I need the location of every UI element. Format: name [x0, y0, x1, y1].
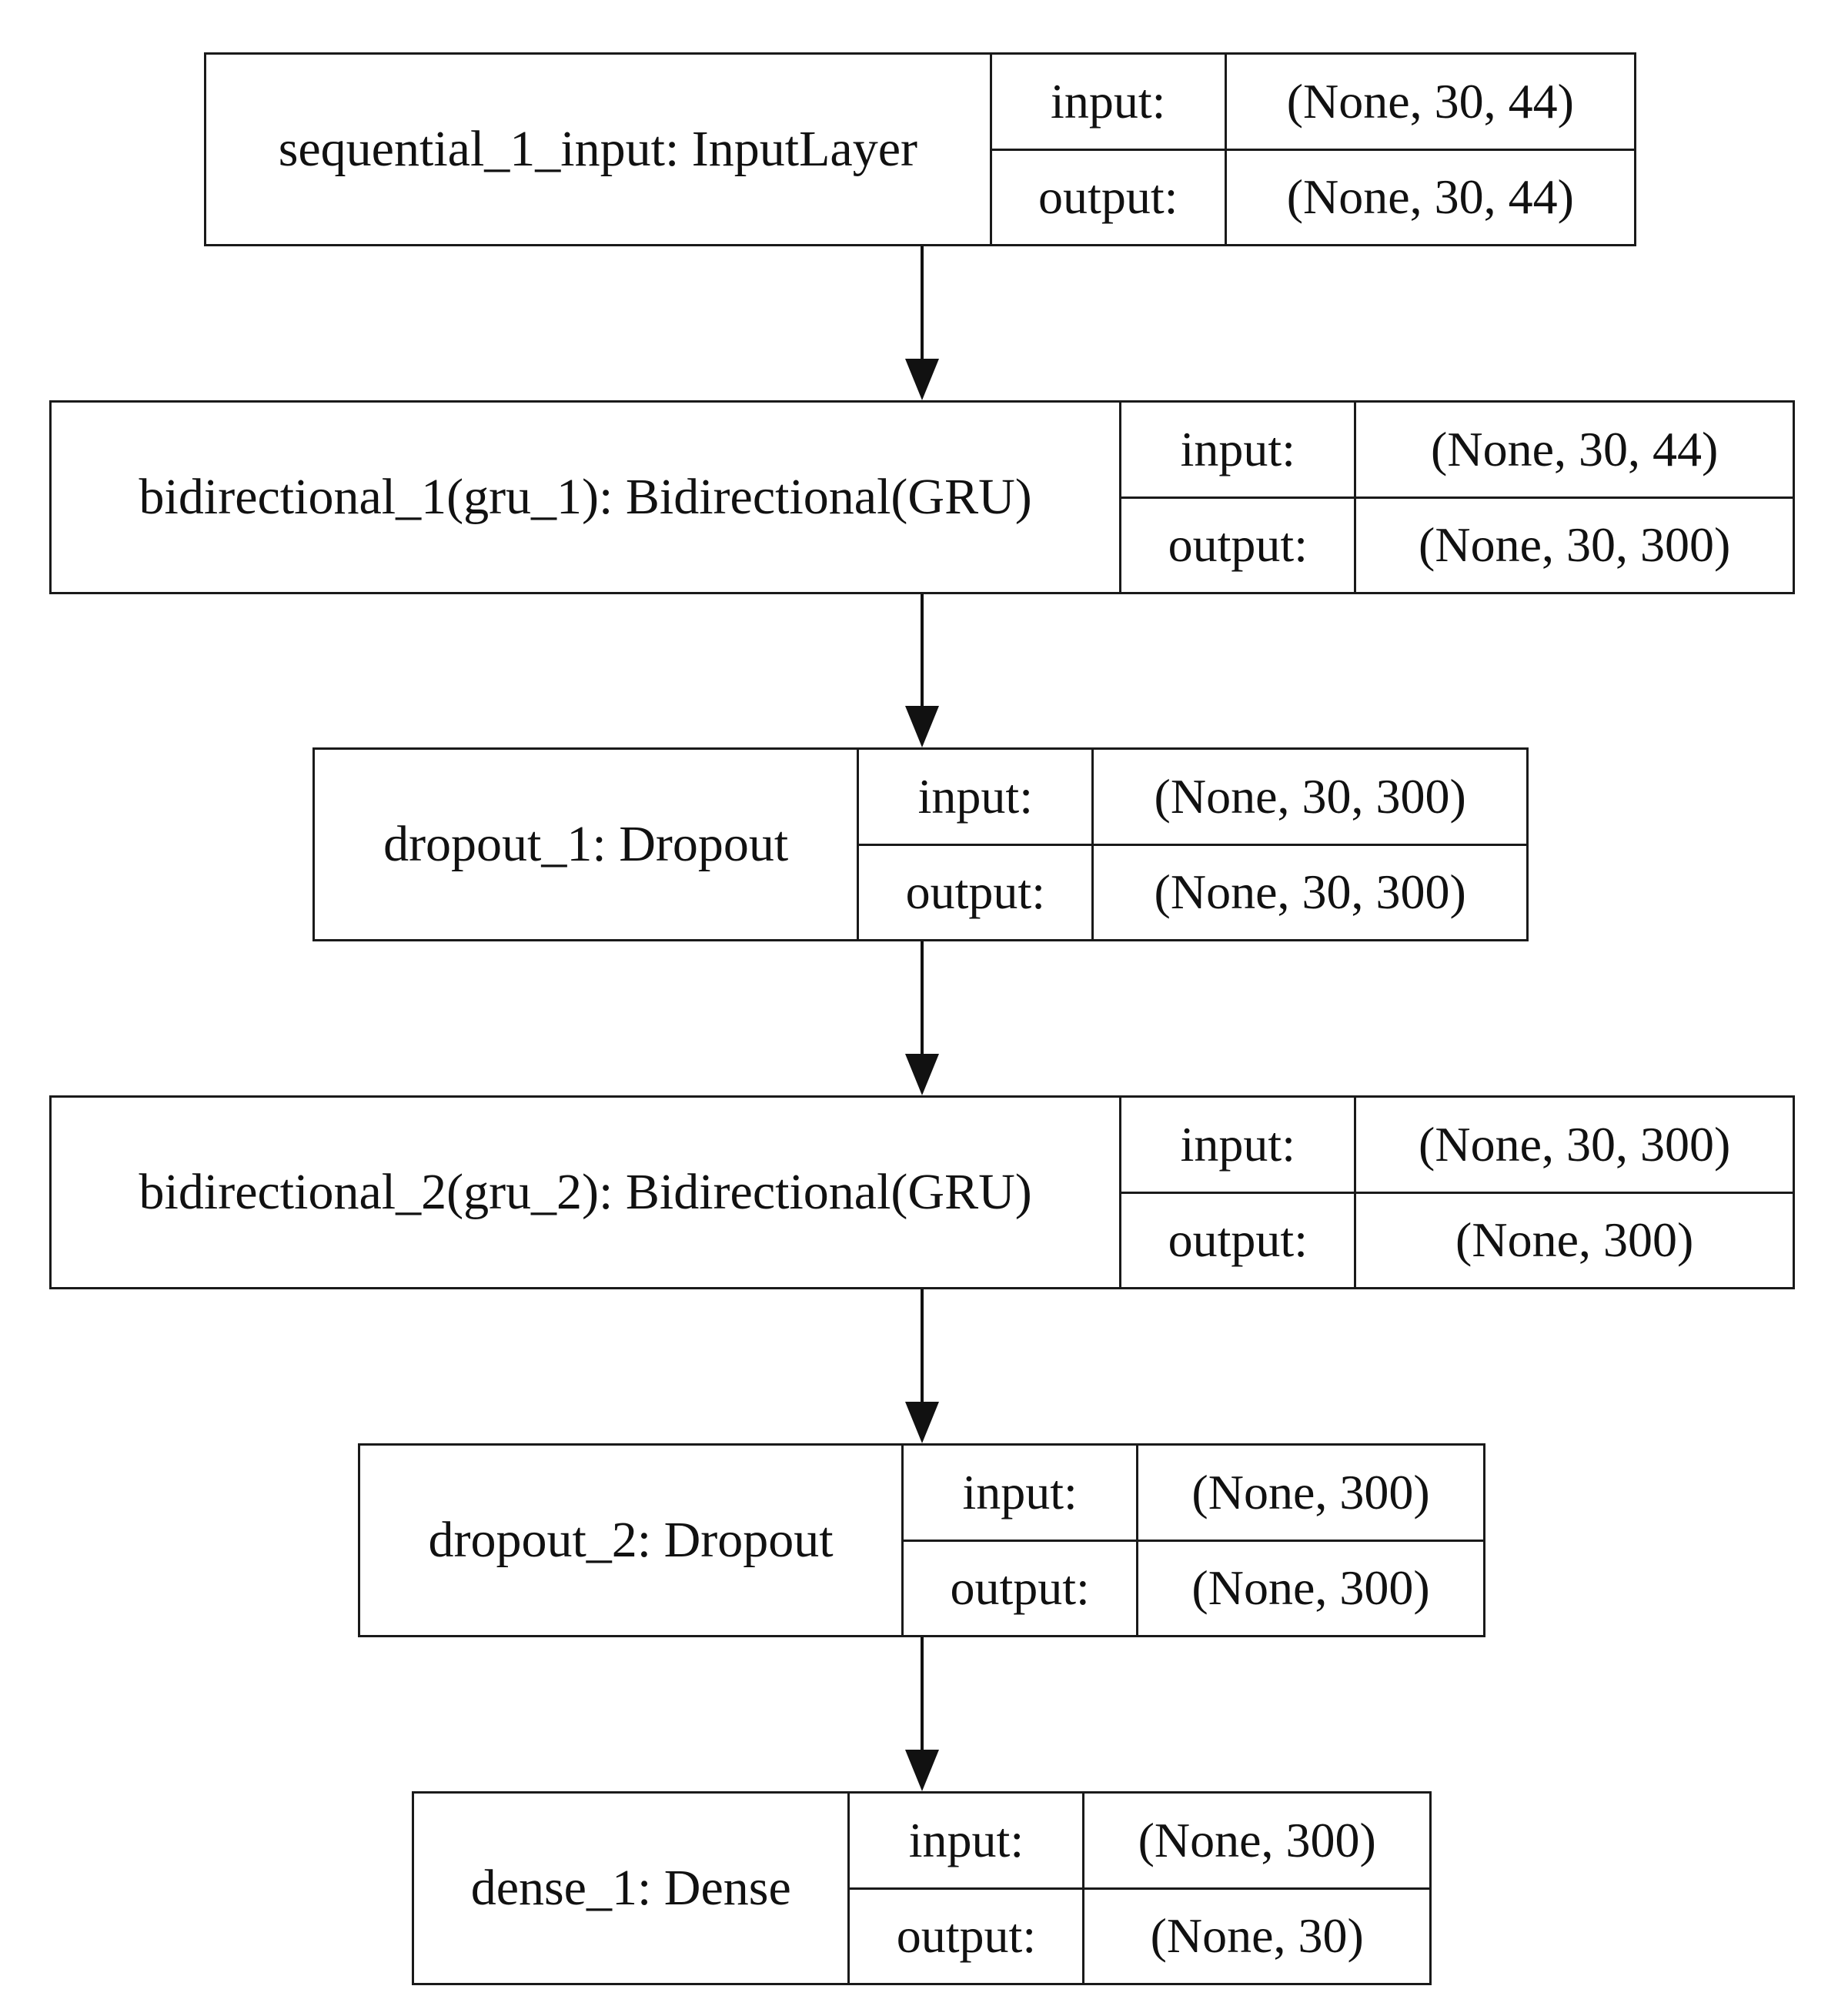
- edge-arrow: [905, 941, 939, 1095]
- layer-node-bidirectional-2: bidirectional_2(gru_2): Bidirectional(GR…: [49, 1095, 1795, 1289]
- layer-name: dropout_2: Dropout: [360, 1446, 904, 1635]
- port-row-output: output: (None, 30): [850, 1887, 1429, 1983]
- port-label-input: input:: [992, 55, 1227, 149]
- port-shape-output: (None, 30, 300): [1419, 517, 1731, 573]
- port-label-input: input:: [904, 1446, 1139, 1540]
- port-shape-input: (None, 30, 44): [1431, 421, 1719, 476]
- layer-ports: input: (None, 300) output: (None, 300): [904, 1446, 1483, 1635]
- layer-node-dropout-1: dropout_1: Dropout input: (None, 30, 300…: [312, 747, 1529, 941]
- port-label-input: input:: [850, 1794, 1085, 1887]
- port-label-output: output:: [1121, 1193, 1357, 1287]
- port-row-output: output: (None, 30, 44): [991, 148, 1634, 244]
- port-label-output: output:: [992, 150, 1227, 244]
- layer-node-dense-1: dense_1: Dense input: (None, 300) output…: [412, 1791, 1432, 1985]
- port-label-output: output:: [859, 845, 1094, 939]
- port-shape-input: (None, 300): [1138, 1812, 1376, 1867]
- layer-ports: input: (None, 30, 44) output: (None, 30,…: [1121, 403, 1793, 592]
- port-row-output: output: (None, 300): [904, 1539, 1483, 1635]
- layer-ports: input: (None, 30, 300) output: (None, 30…: [859, 750, 1526, 939]
- port-shape-input: (None, 30, 300): [1419, 1116, 1731, 1172]
- port-row-input: input: (None, 30, 300): [1121, 1098, 1793, 1192]
- layer-name: bidirectional_2(gru_2): Bidirectional(GR…: [52, 1098, 1122, 1287]
- edge-arrow: [905, 1637, 939, 1791]
- layer-ports: input: (None, 300) output: (None, 30): [850, 1794, 1429, 1983]
- port-shape-input: (None, 300): [1191, 1464, 1430, 1520]
- port-shape-output: (None, 300): [1191, 1560, 1430, 1616]
- layer-name: bidirectional_1(gru_1): Bidirectional(GR…: [52, 403, 1122, 592]
- port-row-output: output: (None, 30, 300): [859, 843, 1526, 939]
- layer-name: dropout_1: Dropout: [315, 750, 860, 939]
- port-row-input: input: (None, 300): [850, 1794, 1429, 1887]
- port-shape-output: (None, 30, 300): [1154, 864, 1466, 920]
- port-row-input: input: (None, 30, 300): [859, 750, 1526, 844]
- port-shape-output: (None, 300): [1455, 1212, 1694, 1268]
- edge-arrow: [905, 1289, 939, 1443]
- port-row-output: output: (None, 300): [1121, 1191, 1793, 1287]
- layer-node-dropout-2: dropout_2: Dropout input: (None, 300) ou…: [358, 1443, 1485, 1637]
- port-row-input: input: (None, 300): [904, 1446, 1483, 1540]
- edge-arrow: [905, 594, 939, 747]
- port-label-input: input:: [1121, 1098, 1357, 1192]
- port-shape-input: (None, 30, 300): [1154, 768, 1466, 824]
- layer-ports: input: (None, 30, 300) output: (None, 30…: [1121, 1098, 1793, 1287]
- port-row-output: output: (None, 30, 300): [1121, 496, 1793, 592]
- port-label-output: output:: [850, 1889, 1085, 1983]
- layer-node-bidirectional-1: bidirectional_1(gru_1): Bidirectional(GR…: [49, 400, 1795, 594]
- port-shape-output: (None, 30): [1150, 1908, 1364, 1964]
- port-row-input: input: (None, 30, 44): [1121, 403, 1793, 496]
- port-shape-input: (None, 30, 44): [1286, 73, 1574, 129]
- port-label-input: input:: [859, 750, 1094, 844]
- layer-name: dense_1: Dense: [414, 1794, 850, 1983]
- port-label-input: input:: [1121, 403, 1357, 496]
- layer-name: sequential_1_input: InputLayer: [206, 55, 992, 244]
- layer-node-sequential-1-input: sequential_1_input: InputLayer input: (N…: [204, 52, 1636, 246]
- edge-arrow: [905, 246, 939, 400]
- port-label-output: output:: [904, 1541, 1139, 1635]
- port-shape-output: (None, 30, 44): [1286, 169, 1574, 225]
- port-label-output: output:: [1121, 498, 1357, 592]
- layer-ports: input: (None, 30, 44) output: (None, 30,…: [991, 55, 1634, 244]
- port-row-input: input: (None, 30, 44): [992, 55, 1634, 149]
